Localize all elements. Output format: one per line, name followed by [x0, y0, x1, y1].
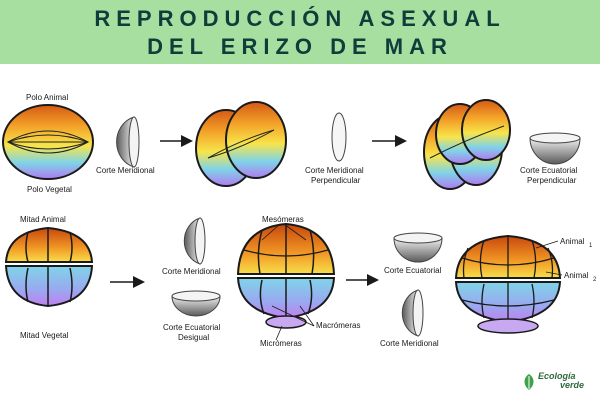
label-corte-meridional-3: Corte Meridional — [380, 339, 439, 348]
leader-micromeras — [275, 325, 283, 341]
label-animal-2-sub: 2 — [593, 277, 597, 283]
zygote — [2, 104, 94, 180]
label-corte-ecuatorial-desigual-2: Desigual — [178, 333, 209, 342]
label-animal-1: Animal — [560, 237, 585, 246]
leader-macromeras-1 — [299, 305, 315, 327]
two-cell-embryo — [195, 101, 287, 187]
meridional-perpendicular-cut-shape — [331, 112, 347, 162]
title-banner: REPRODUCCIÓN ASEXUAL DEL ERIZO DE MAR — [0, 0, 600, 64]
label-animal-2: Animal — [564, 271, 589, 280]
title-line-1: REPRODUCCIÓN ASEXUAL — [94, 6, 506, 31]
label-corte-meridional-perp-2: Perpendicular — [311, 176, 361, 185]
label-mitad-vegetal: Mitad Vegetal — [20, 331, 69, 340]
label-mitad-animal: Mitad Animal — [20, 215, 66, 224]
label-corte-meridional-2: Corte Meridional — [162, 267, 221, 276]
meridional-cut-shape-1 — [116, 116, 140, 168]
eight-cell-embryo — [4, 226, 94, 308]
meridional-cut-shape-2 — [183, 217, 206, 265]
label-corte-ecuatorial-perp-1: Corte Ecuatorial — [520, 166, 578, 175]
sixteen-cell-embryo — [236, 222, 336, 329]
label-polo-animal: Polo Animal — [26, 93, 68, 102]
thirty-two-cell-embryo — [454, 234, 562, 334]
leader-animal-1 — [535, 240, 559, 249]
title-line-2: DEL ERIZO DE MAR — [147, 34, 453, 59]
label-corte-ecuatorial-3: Corte Ecuatorial — [384, 266, 442, 275]
leader-animal-2 — [545, 271, 563, 276]
ecologia-verde-logo: Ecología verde — [520, 370, 600, 394]
leader-mesomeras-1 — [261, 223, 281, 241]
label-corte-meridional-perp-1: Corte Meridional — [305, 166, 364, 175]
leader-macromeras-2 — [271, 305, 315, 327]
leaf-icon — [524, 374, 534, 390]
logo-text-line-2: verde — [560, 380, 585, 390]
equatorial-cut-shape-3 — [393, 232, 443, 263]
label-polo-vegetal: Polo Vegetal — [27, 185, 72, 194]
meridional-cut-shape-3 — [401, 289, 424, 337]
unequal-equatorial-cut-shape — [171, 290, 221, 317]
leader-mesomeras-2 — [283, 223, 307, 241]
label-micromeras: Micrómeras — [260, 339, 302, 348]
equatorial-perpendicular-cut-shape — [529, 132, 581, 165]
label-mesomeras: Mesómeras — [262, 215, 304, 224]
label-macromeras: Macrómeras — [316, 321, 360, 330]
four-cell-embryo — [423, 99, 511, 190]
label-corte-ecuatorial-perp-2: Perpendicular — [527, 176, 577, 185]
label-corte-ecuatorial-desigual-1: Corte Ecuatorial — [163, 323, 221, 332]
logo-text-line-1: Ecología — [538, 371, 576, 381]
label-animal-1-sub: 1 — [589, 243, 593, 249]
label-corte-meridional-1: Corte Meridional — [96, 166, 155, 175]
